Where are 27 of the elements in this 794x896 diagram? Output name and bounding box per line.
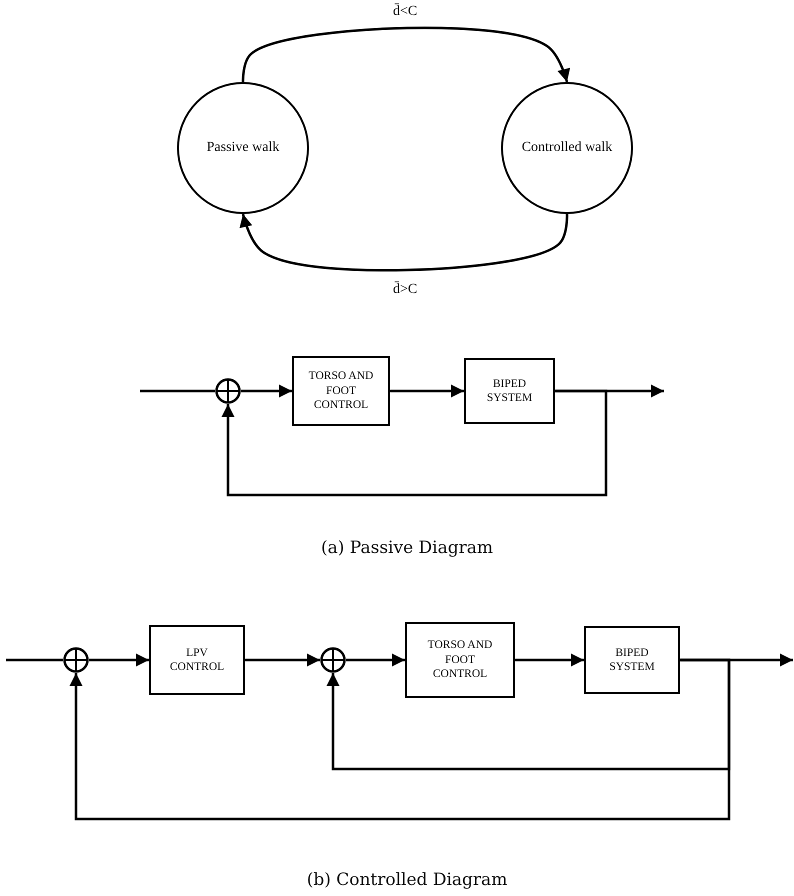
arrow [245,654,320,666]
block-box [464,358,555,424]
arrow [242,26,570,82]
figure-caption: (b) Controlled Diagram [306,870,508,890]
arrow [515,654,584,666]
block-label: BIPED SYSTEM [608,646,656,674]
block-label: LPV CONTROL [168,646,226,674]
block-box [149,625,245,695]
figure-caption: (a) Passive Diagram [320,538,494,558]
state-label: Passive walk [206,140,280,156]
block-label: TORSO AND FOOT CONTROL [308,369,374,413]
arrow [222,390,608,496]
arrow [70,658,730,820]
summing-junction [63,647,89,673]
block-label: TORSO AND FOOT CONTROL [426,638,494,682]
block-box [405,622,515,698]
block-label: BIPED SYSTEM [486,376,534,406]
arrow [346,654,405,666]
arrow [240,214,568,272]
summing-junction [215,378,241,404]
arrow [89,654,149,666]
arrow [241,384,292,398]
summing-junction [320,647,346,673]
arrow [390,384,464,398]
block-box [292,356,390,426]
block-box [584,626,680,694]
state-label: Controlled walk [522,140,612,156]
